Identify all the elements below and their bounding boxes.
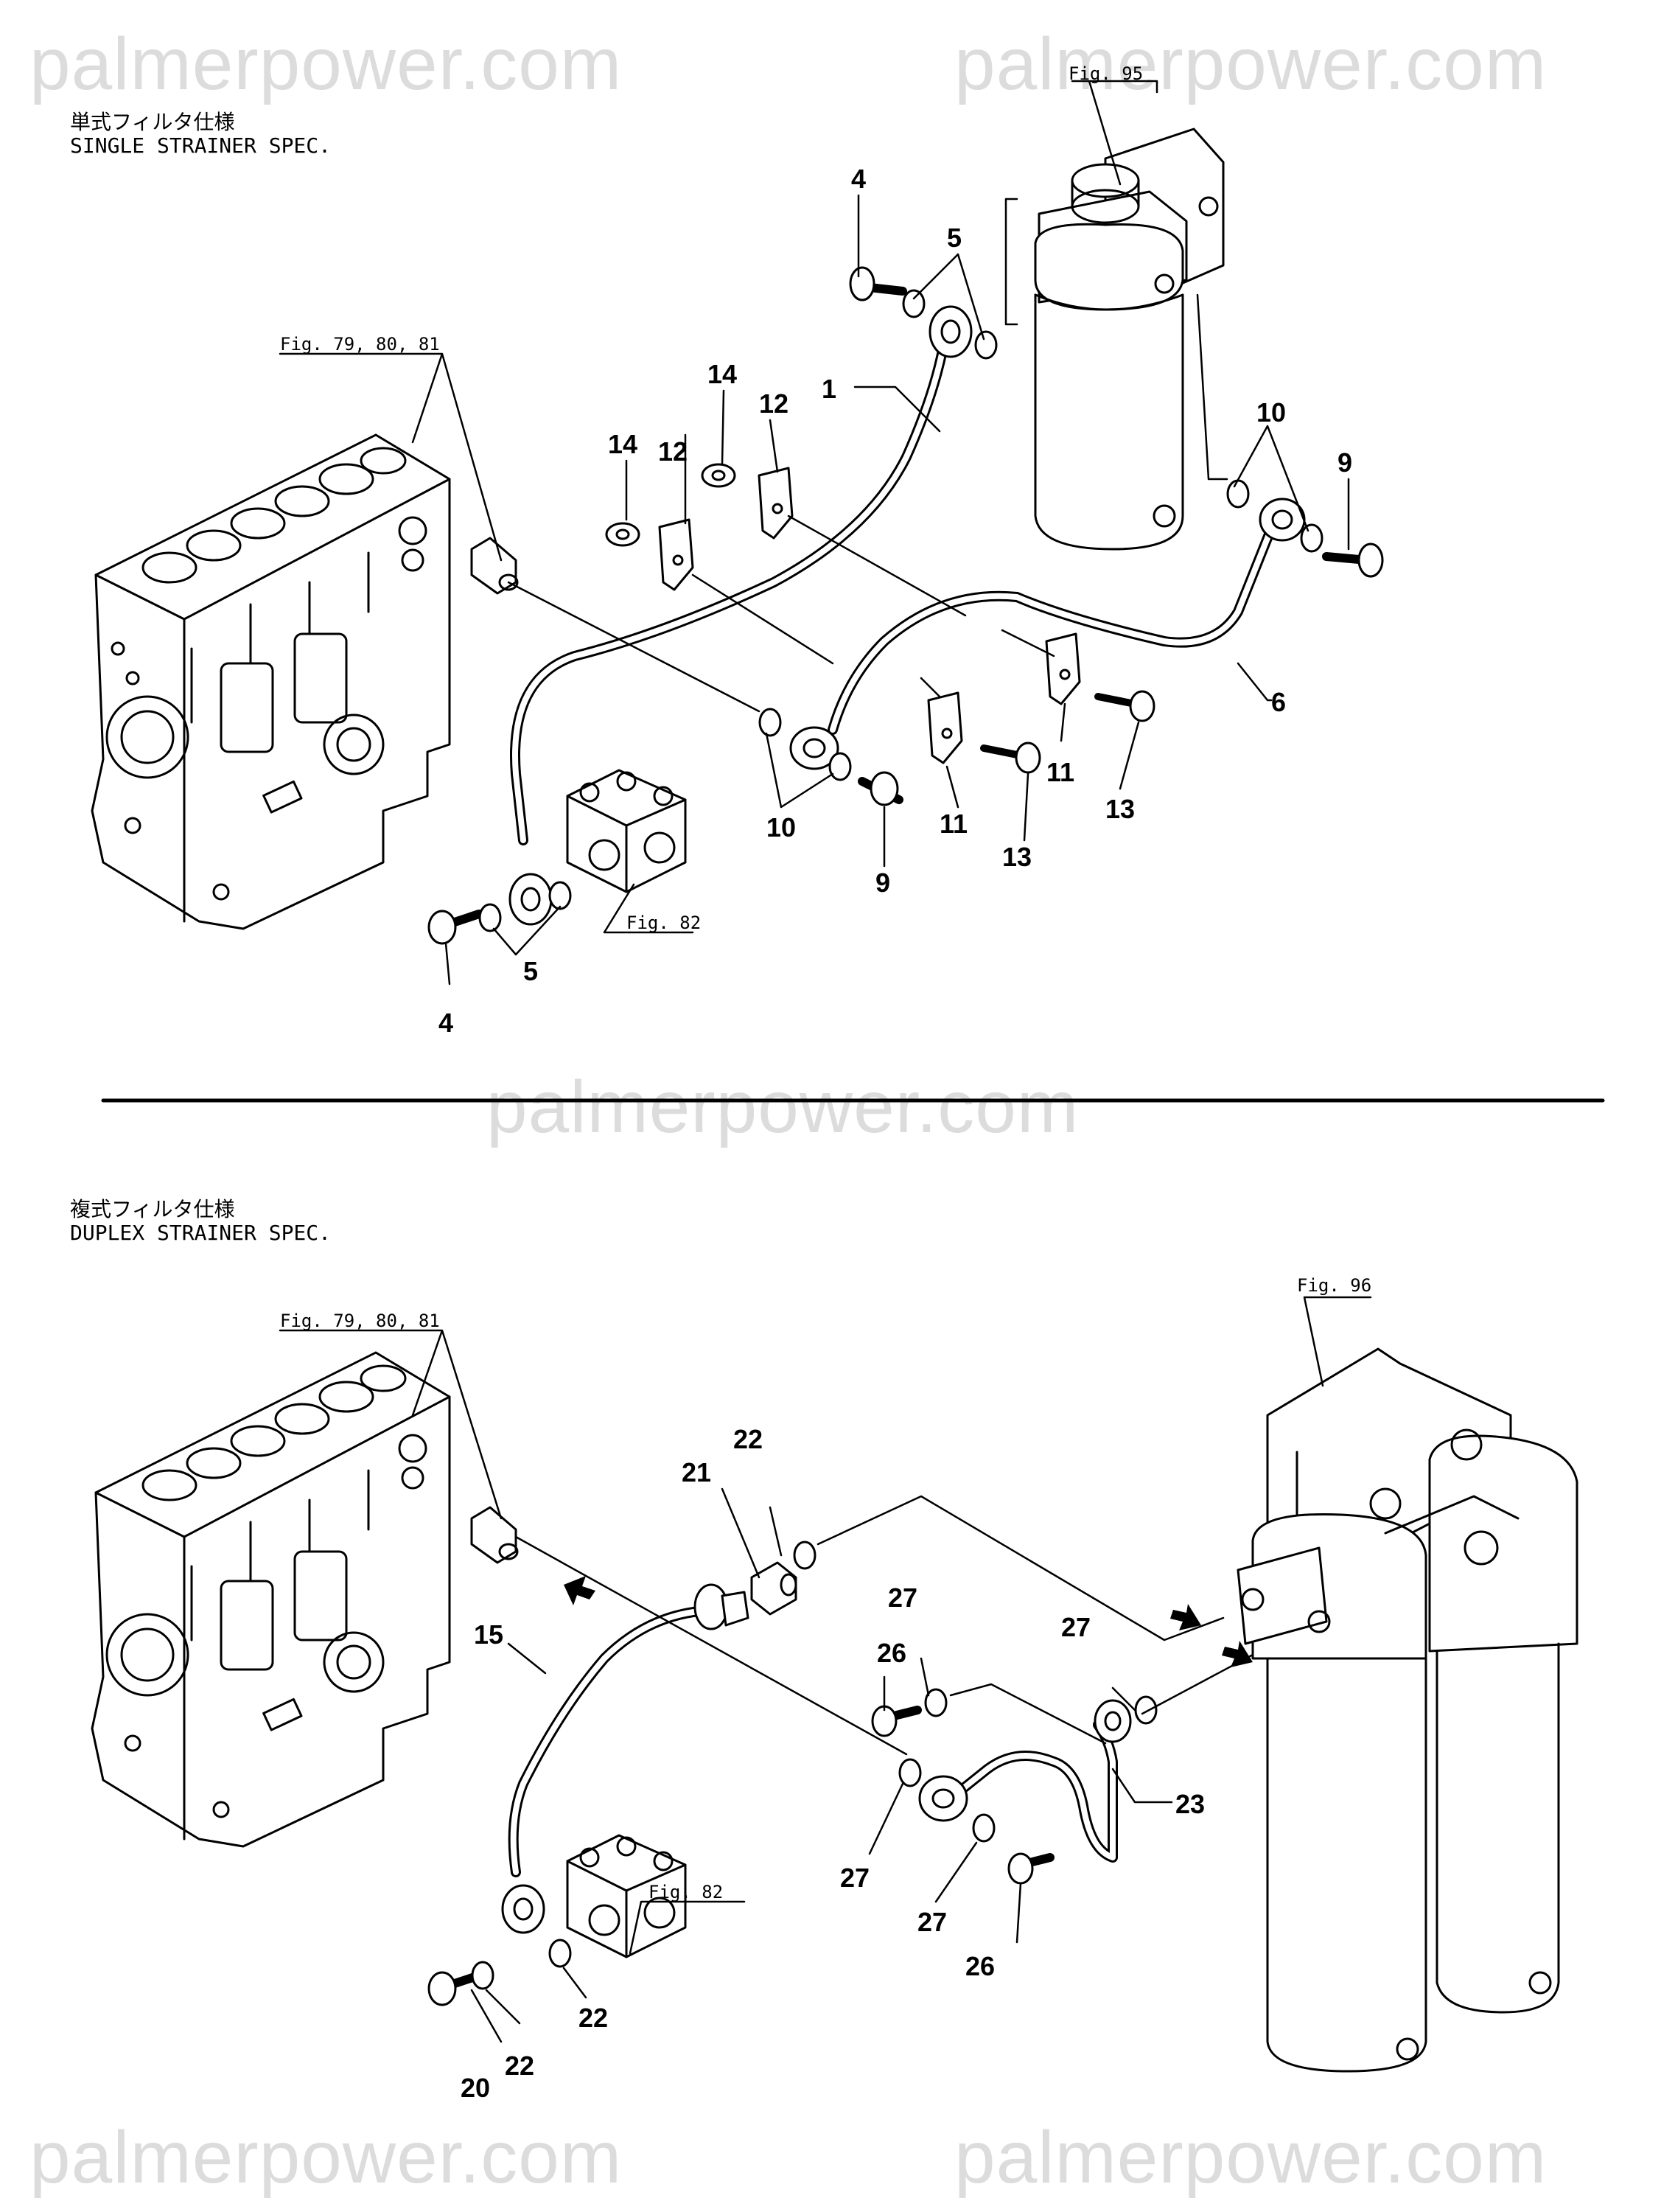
callout-label: 22 — [505, 2051, 534, 2081]
title-jp: 複式フィルタ仕様 — [70, 1197, 235, 1221]
callout-label: 12 — [658, 436, 688, 467]
banjo-bolt — [427, 1705, 1055, 2006]
callout-label: 4 — [851, 164, 866, 194]
callouts-top: 4 5 1 14 12 14 12 10 9 6 10 9 11 11 13 1… — [438, 164, 1352, 1038]
callout-label: 5 — [523, 956, 538, 986]
fuel-pipe-6 — [789, 498, 1306, 770]
title-jp: 単式フィルタ仕様 — [70, 110, 235, 134]
washer — [478, 289, 1323, 932]
callout-label: 9 — [875, 868, 890, 898]
banjo-bolt — [427, 266, 1384, 945]
callout-label: 5 — [947, 223, 962, 253]
watermark: palmerpower.com — [29, 23, 623, 105]
leader-lines-top — [279, 80, 1350, 985]
callout-label: 27 — [888, 1583, 917, 1613]
callout-label: 13 — [1002, 842, 1032, 872]
callout-label: 10 — [766, 812, 796, 842]
fig-ref[interactable]: Fig. 82 — [626, 913, 701, 933]
pipe-clamp — [758, 467, 794, 540]
callout-label: 4 — [438, 1008, 453, 1038]
callout-label: 21 — [682, 1457, 711, 1487]
fig-ref[interactable]: Fig. 95 — [1069, 63, 1143, 84]
callout-label: 22 — [733, 1424, 763, 1454]
callout-label: 26 — [965, 1951, 995, 1981]
watermark: palmerpower.com — [954, 2116, 1548, 2199]
section-title-single: 単式フィルタ仕様 SINGLE STRAINER SPEC. — [70, 111, 331, 158]
callout-label: 22 — [578, 2003, 608, 2033]
union-fitting-bottom — [470, 1506, 519, 1564]
callout-label: 10 — [1256, 397, 1286, 428]
callout-label: 27 — [1061, 1612, 1091, 1642]
union-fitting-top — [470, 537, 519, 595]
fig-ref[interactable]: Fig. 82 — [648, 1882, 723, 1902]
callout-label: 27 — [840, 1863, 870, 1893]
leader-lines-bottom — [279, 1296, 1372, 2043]
callout-label: 12 — [759, 388, 788, 419]
fuel-distributor-top — [566, 769, 687, 893]
engine-block-bottom — [91, 1351, 451, 1848]
callouts-bottom: 22 21 15 26 27 27 27 23 27 26 22 22 20 — [461, 1424, 1205, 2103]
connector-fitting — [750, 1561, 797, 1616]
callout-label: 23 — [1175, 1789, 1205, 1819]
nut — [605, 463, 736, 547]
fuel-pipe-1 — [508, 305, 973, 926]
callout-label: 15 — [474, 1619, 503, 1650]
watermark: palmerpower.com — [29, 2116, 623, 2199]
callout-label: 14 — [707, 359, 737, 389]
fig-ref[interactable]: Fig. 79, 80, 81 — [280, 1311, 440, 1331]
title-en: SINGLE STRAINER SPEC. — [70, 133, 332, 158]
callout-label: 6 — [1271, 687, 1286, 717]
fuel-pipe-15 — [501, 1583, 749, 1934]
fuel-filter-duplex — [1237, 1347, 1578, 2073]
bolt — [980, 690, 1155, 774]
fuel-pipe-23 — [918, 1699, 1132, 1863]
watermark: palmerpower.com — [486, 1066, 1080, 1148]
pipe-clamp — [658, 518, 694, 591]
section-title-duplex: 複式フィルタ仕様 DUPLEX STRAINER SPEC. — [70, 1198, 331, 1245]
pipe-clamp — [927, 691, 963, 764]
fig-ref[interactable]: Fig. 96 — [1297, 1275, 1371, 1296]
fig-ref[interactable]: Fig. 79, 80, 81 — [280, 334, 440, 355]
callout-label: 14 — [608, 429, 637, 459]
callout-label: 27 — [917, 1907, 947, 1937]
fuel-filter-single — [1034, 128, 1225, 551]
pipe-clamp — [1045, 632, 1081, 705]
callout-label: 11 — [1046, 757, 1074, 787]
callout-label: 9 — [1337, 447, 1352, 478]
title-en: DUPLEX STRAINER SPEC. — [70, 1221, 332, 1245]
callout-label: 13 — [1105, 794, 1135, 824]
fuel-distributor-bottom — [566, 1834, 687, 1958]
flow-arrow — [564, 1576, 1253, 1667]
callout-label: 20 — [461, 2073, 490, 2103]
callout-label: 1 — [822, 374, 836, 404]
watermark: palmerpower.com — [954, 23, 1548, 105]
callout-label: 11 — [940, 809, 968, 839]
washer — [471, 1541, 1158, 1990]
engine-block-top — [91, 433, 451, 930]
callout-label: 26 — [877, 1638, 906, 1668]
